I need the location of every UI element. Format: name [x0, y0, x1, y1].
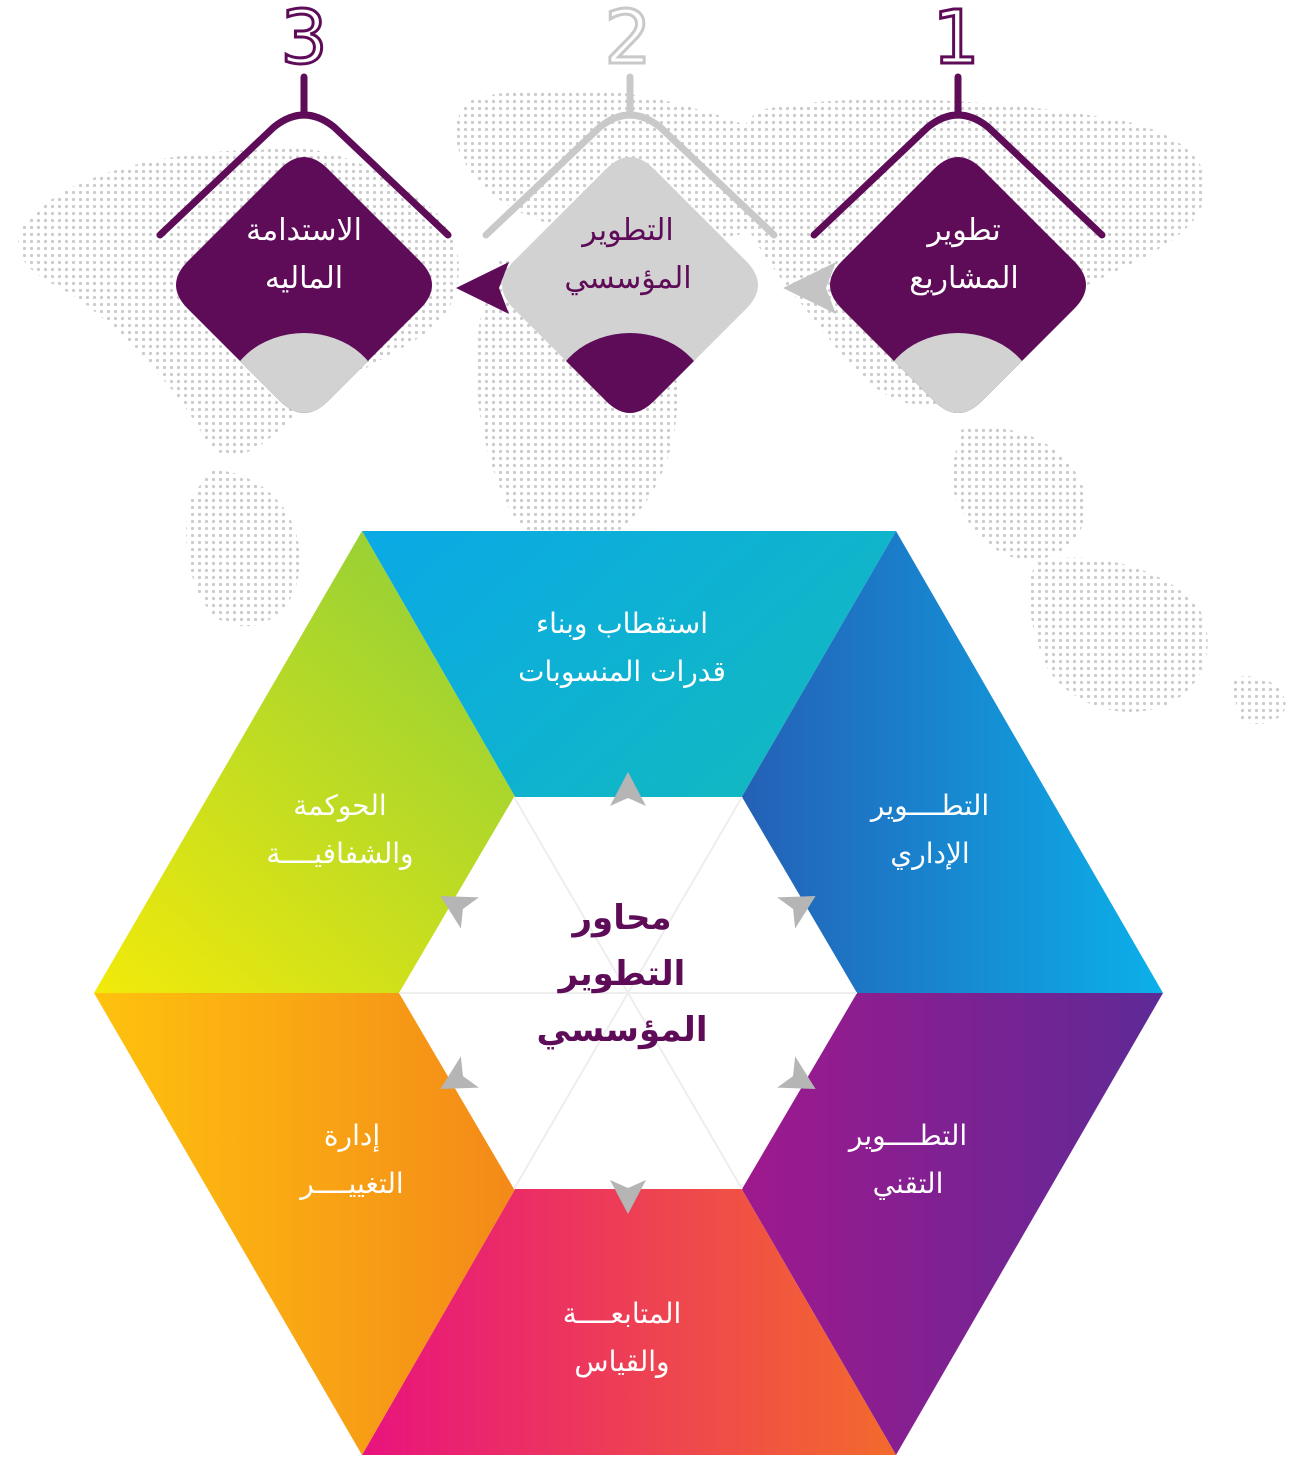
- axis-bottom-line2: والقياس: [574, 1345, 670, 1378]
- step-2-line1: التطوير: [582, 213, 674, 248]
- arrow-step2-to-step3: [456, 262, 509, 314]
- hexagon-segment-bottom: [362, 993, 896, 1455]
- axis-top-label: استقطاب وبناء قدرات المنسوبات: [472, 600, 772, 696]
- step-2-number: 2: [603, 0, 653, 81]
- step-2-line2: المؤسسي: [564, 261, 692, 296]
- axis-bottom-line1: المتابعــــة: [562, 1297, 682, 1330]
- arrow-to-bottom-right: [777, 1056, 816, 1089]
- steps-group: [156, 73, 1106, 413]
- step-3-line2: الماليه: [264, 261, 344, 296]
- hexagon-center-title: محاور التطوير المؤسسي: [462, 890, 782, 1058]
- step-3-line1: الاستدامة: [246, 213, 362, 248]
- step-2: [482, 73, 778, 413]
- arrow-to-top: [610, 772, 646, 806]
- axis-top-right-label: التطــــوير الإداري: [780, 782, 1080, 878]
- hexagon-segment-top: [362, 531, 896, 993]
- step-3: [156, 73, 452, 413]
- step-3-diamond: [176, 157, 432, 413]
- step-1-line1: تطوير: [927, 213, 1001, 248]
- step-2-base-cap: [550, 333, 710, 413]
- map-continent-6: [186, 470, 300, 627]
- hexagon-group: [94, 531, 1163, 1455]
- step-1: [810, 73, 1106, 413]
- map-continent-5: [1028, 557, 1208, 712]
- step-2-diamond: [502, 157, 758, 413]
- axis-bottom-label: المتابعــــة والقياس: [472, 1290, 772, 1386]
- axis-top-left-line1: الحوكمة: [293, 789, 387, 822]
- arrow-step1-to-step2: [783, 262, 836, 314]
- step-3-base-cap: [224, 333, 384, 413]
- axis-bottom-left-label: إدارة التغييــــر: [202, 1112, 502, 1208]
- axis-top-right-line2: الإداري: [890, 837, 970, 870]
- step-3-label: الاستدامة الماليه: [184, 207, 424, 303]
- map-continent-4: [950, 427, 1087, 560]
- arrow-to-top-right: [777, 896, 816, 929]
- step-1-base-cap: [878, 333, 1038, 413]
- axis-top-left-line2: والشفافيــــة: [266, 837, 414, 870]
- step-2-label: التطوير المؤسسي: [508, 207, 748, 303]
- step-1-diamond: [830, 157, 1086, 413]
- arrow-to-top-left: [440, 896, 479, 929]
- axis-bottom-right-label: التطــــوير التقني: [758, 1112, 1058, 1208]
- step-1-number: 1: [931, 0, 981, 81]
- center-title-line1: محاور: [572, 898, 672, 938]
- axis-top-line2: قدرات المنسوبات: [518, 655, 726, 688]
- center-title-line3: المؤسسي: [536, 1010, 708, 1050]
- axis-top-line1: استقطاب وبناء: [535, 607, 709, 640]
- arrow-to-bottom: [610, 1180, 646, 1214]
- axis-bottom-left-line1: إدارة: [323, 1119, 381, 1152]
- step-1-line2: المشاريع: [909, 261, 1019, 296]
- axis-bottom-right-line1: التطــــوير: [848, 1119, 968, 1152]
- axis-top-right-line1: التطــــوير: [870, 789, 990, 822]
- center-title-line2: التطوير: [558, 954, 686, 994]
- step-3-number: 3: [279, 0, 329, 81]
- axis-top-left-label: الحوكمة والشفافيــــة: [190, 782, 490, 878]
- arrow-to-bottom-left: [440, 1056, 479, 1089]
- axis-bottom-left-line2: التغييــــر: [300, 1167, 404, 1200]
- map-continent-7: [1230, 676, 1286, 724]
- axis-bottom-right-line2: التقني: [872, 1167, 944, 1200]
- step-1-label: تطوير المشاريع: [844, 207, 1084, 303]
